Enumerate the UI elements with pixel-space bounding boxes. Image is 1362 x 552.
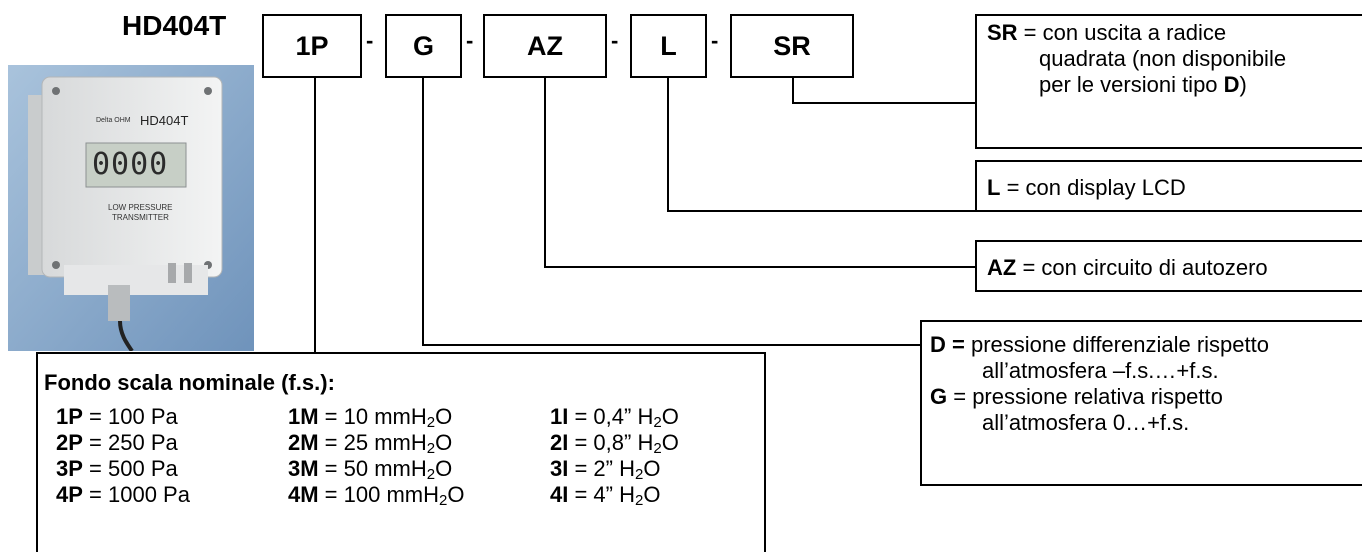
photo-model: HD404T xyxy=(140,113,188,128)
photo-brand: Delta OHM xyxy=(96,117,131,124)
dash-3: - xyxy=(611,28,618,54)
code-box-range: 1P xyxy=(262,14,362,78)
code-box-display: L xyxy=(630,14,707,78)
table-row: 2P = 250 Pa 2M = 25 mmH2O 2I = 0,8” H2O xyxy=(56,430,750,456)
autozero-note: AZ = con circuito di autozero xyxy=(975,240,1362,292)
sqrt-output-note: SR = con uscita a radice quadrata (non d… xyxy=(975,14,1362,149)
photo-display: 0000 xyxy=(92,147,168,182)
code-box-sqrt: SR xyxy=(730,14,854,78)
az-connector xyxy=(545,78,975,267)
full-scale-table: 1P = 100 Pa 1M = 10 mmH2O 1I = 0,4” H2O … xyxy=(56,404,750,508)
sr-connector xyxy=(793,78,975,103)
code-box-type: G xyxy=(385,14,462,78)
code-box-autozero: AZ xyxy=(483,14,607,78)
table-row: 1P = 100 Pa 1M = 10 mmH2O 1I = 0,4” H2O xyxy=(56,404,750,430)
table-row: 4P = 1000 Pa 4M = 100 mmH2O 4I = 4” H2O xyxy=(56,482,750,508)
lcd-display-note: L = con display LCD xyxy=(975,160,1362,212)
product-photo: Delta OHM HD404T 0000 LOW PRESSURE TRANS… xyxy=(8,65,254,351)
dash-1: - xyxy=(366,28,373,54)
dash-2: - xyxy=(466,28,473,54)
l-connector xyxy=(668,78,975,211)
table-row: 3P = 500 Pa 3M = 50 mmH2O 3I = 2” H2O xyxy=(56,456,750,482)
photo-label-1: LOW PRESSURE xyxy=(108,203,172,212)
dash-4: - xyxy=(711,28,718,54)
full-scale-title: Fondo scala nominale (f.s.): xyxy=(44,370,335,396)
pressure-type-note: D = pressione differenziale rispetto all… xyxy=(920,320,1362,486)
model-title: HD404T xyxy=(122,10,226,42)
photo-label-2: TRANSMITTER xyxy=(112,213,169,222)
